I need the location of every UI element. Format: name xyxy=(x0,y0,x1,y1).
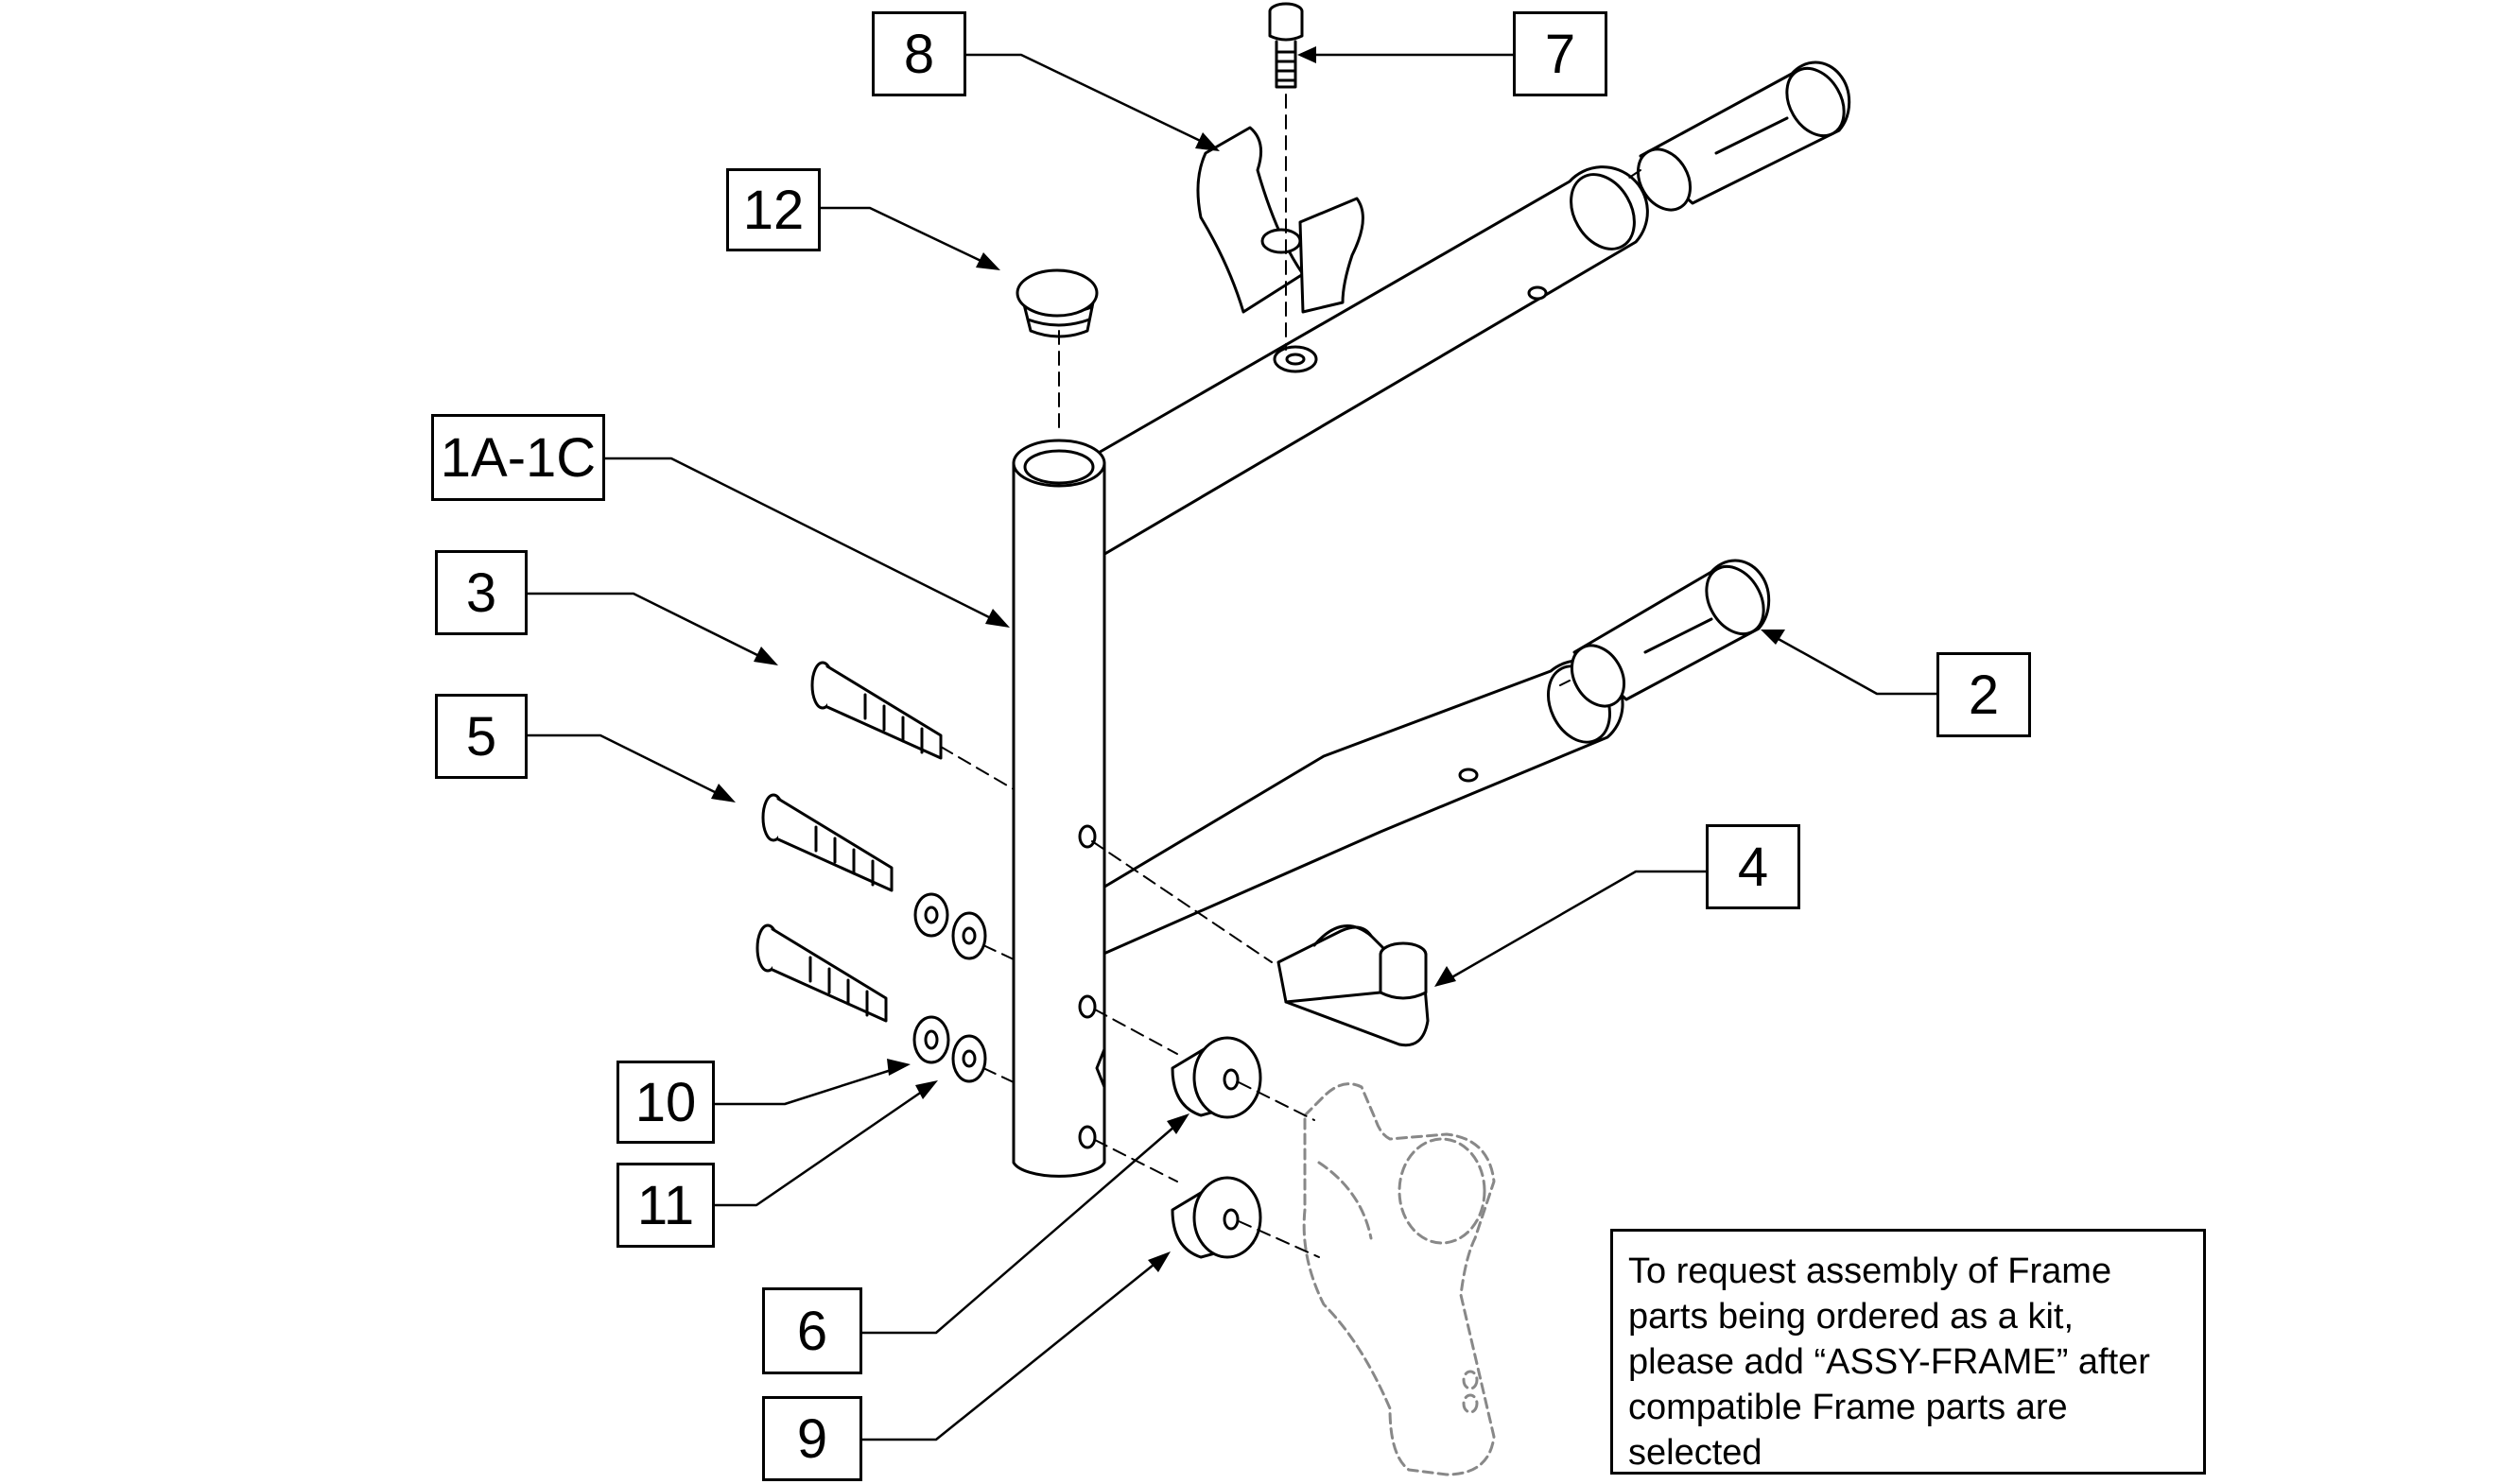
part-8-cradle xyxy=(1196,126,1364,314)
callout-10: 10 xyxy=(616,1061,715,1144)
part-12-plug xyxy=(1016,268,1099,338)
note-line-4: compatible Frame parts are xyxy=(1628,1388,2068,1427)
callout-9: 9 xyxy=(762,1396,862,1481)
callout-11: 11 xyxy=(616,1163,715,1248)
ghost-mounting-bracket xyxy=(1302,1082,1496,1476)
callout-1a-1c: 1A-1C xyxy=(431,414,605,501)
callout-7: 7 xyxy=(1513,11,1607,96)
callout-6: 6 xyxy=(762,1287,862,1374)
part-9-bushing xyxy=(1171,1176,1262,1259)
callout-3: 3 xyxy=(435,550,528,635)
part-2-sleeve xyxy=(1570,559,1771,708)
leader-arrowheads xyxy=(711,46,1785,1272)
part-11-washer xyxy=(951,1034,987,1083)
leader-lines xyxy=(526,53,1938,1441)
note-line-2: parts being ordered as a kit, xyxy=(1628,1297,2075,1337)
note-line-1: To request assembly of Frame xyxy=(1628,1251,2112,1291)
part-6-bushing xyxy=(1171,1036,1262,1119)
part-4-clamp xyxy=(1276,924,1430,1047)
callout-8: 8 xyxy=(872,11,966,96)
part-bolt-lower xyxy=(755,923,888,1023)
note-line-5: selected xyxy=(1628,1433,1762,1473)
part-10-washer xyxy=(912,1015,950,1064)
callout-12: 12 xyxy=(726,168,821,251)
part-3-bolt xyxy=(810,661,943,760)
upper-sleeve xyxy=(1636,60,1851,212)
part-7-screw xyxy=(1268,2,1304,89)
part-5-bolt xyxy=(761,793,987,960)
callout-2: 2 xyxy=(1936,652,2031,737)
callout-4: 4 xyxy=(1706,824,1800,909)
cradle-washer xyxy=(1273,345,1318,373)
frame-1a-1c xyxy=(1012,165,1649,1178)
note-line-3: please add “ASSY-FRAME” after xyxy=(1628,1342,2150,1382)
callout-5: 5 xyxy=(435,694,528,779)
assembly-note: To request assembly of Frame parts being… xyxy=(1610,1229,2206,1475)
